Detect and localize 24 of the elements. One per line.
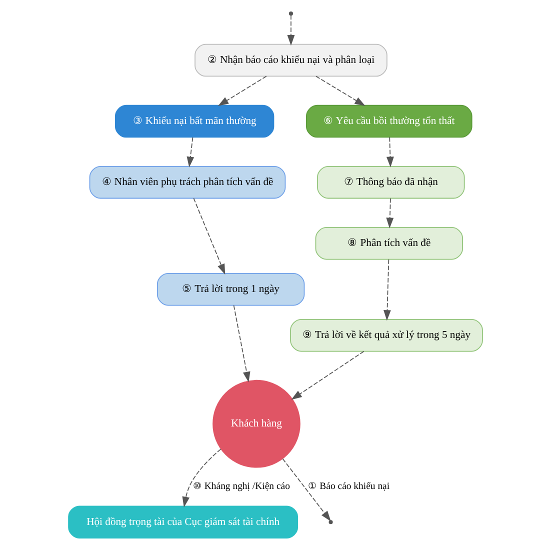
arrow xyxy=(286,14,294,46)
arrow xyxy=(315,76,365,106)
arrow xyxy=(383,259,390,321)
node-circle: Khách hàng xyxy=(212,380,300,468)
node-box: ④ Nhân viên phụ trách phân tích vấn đề xyxy=(88,166,286,199)
arrow xyxy=(386,137,394,168)
node-box: ⑨ Trả lời về kết quả xử lý trong 5 ngày xyxy=(290,318,482,352)
arrow xyxy=(282,458,330,522)
node-box: ⑦ Thông báo đã nhận xyxy=(316,166,464,199)
node-box: ⑥ Yêu cầu bồi thường tổn thất xyxy=(306,104,472,138)
edge-label: ⑩ Kháng nghị /Kiện cáo xyxy=(192,481,290,492)
node-box: ⑤ Trả lời trong 1 ngày xyxy=(156,272,304,306)
node-box: ③ Khiếu nại bất mãn thường xyxy=(114,104,274,138)
node-box: ② Nhận báo cáo khiếu nại và phân loại xyxy=(194,44,387,77)
node-box: ⑧ Phân tích vấn đề xyxy=(314,227,462,260)
arrow xyxy=(192,198,225,275)
arrow xyxy=(182,448,221,508)
edge-label: ① Báo cáo khiếu nại xyxy=(308,481,390,492)
arrow xyxy=(186,137,194,168)
arrow xyxy=(232,305,250,382)
node-box: Hội đồng trọng tài của Cục giám sát tài chính xyxy=(68,506,298,538)
arrow xyxy=(217,76,266,106)
arrow xyxy=(290,350,364,400)
arrow xyxy=(386,198,394,228)
